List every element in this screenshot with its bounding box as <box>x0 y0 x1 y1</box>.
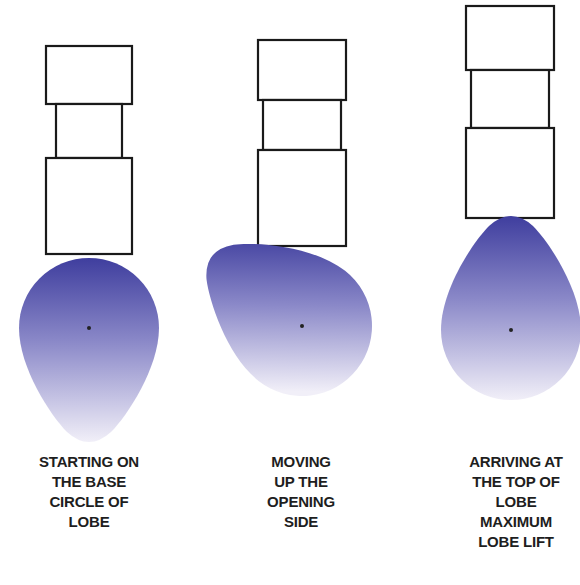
cam-lobe <box>19 258 159 442</box>
cam-lobe <box>441 216 580 400</box>
lifter <box>466 6 554 218</box>
caption-label: MOVING UP THE OPENING SIDE <box>260 452 342 532</box>
lifter <box>258 40 346 246</box>
cam-center <box>300 324 304 328</box>
cam-center <box>509 328 513 332</box>
caption-label: ARRIVING AT THE TOP OF LOBE MAXIMUM LOBE… <box>462 452 570 552</box>
caption-label: STARTING ON THE BASE CIRCLE OF LOBE <box>31 452 147 532</box>
lifter <box>46 46 132 254</box>
cam-lobe <box>169 201 400 425</box>
